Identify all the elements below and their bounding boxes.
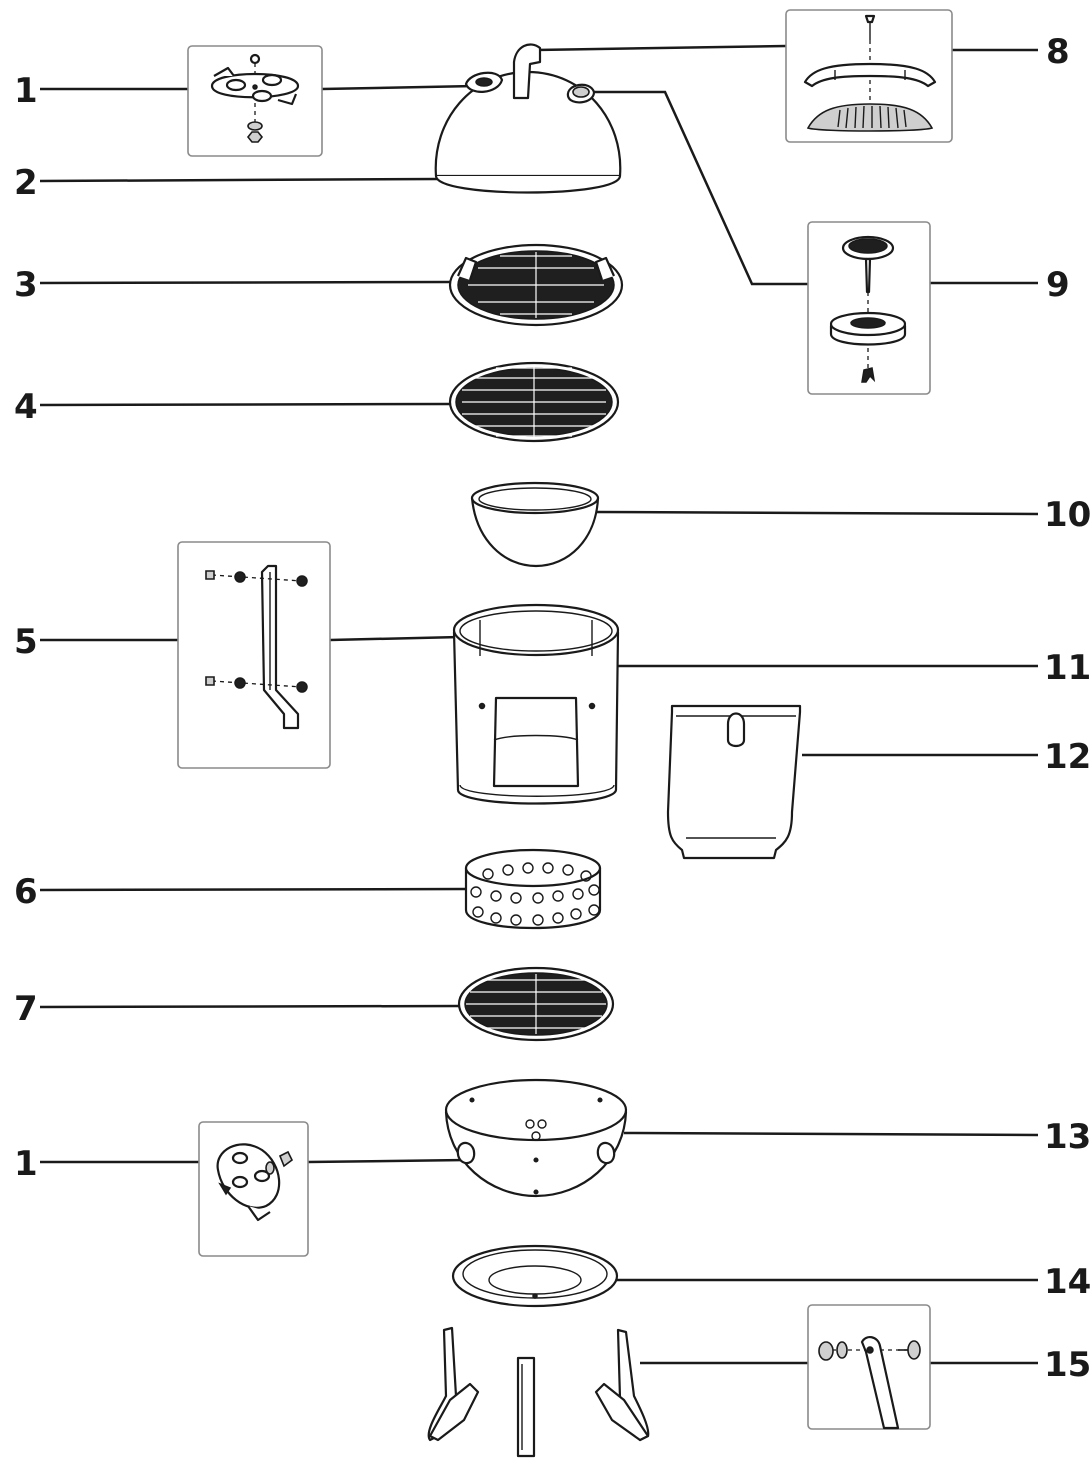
part-middle-section xyxy=(452,603,620,805)
detail-box-thermometer xyxy=(807,221,931,395)
leader-lines xyxy=(39,44,1039,1365)
detail-box-bracket xyxy=(177,541,331,769)
part-charcoal-grate-upper xyxy=(448,361,620,443)
part-access-door xyxy=(666,704,802,860)
part-lid xyxy=(434,43,622,194)
callout-7: 7 xyxy=(14,989,38,1029)
callout-11: 11 xyxy=(1044,648,1091,688)
callout-8: 8 xyxy=(1046,32,1070,72)
detail-box-handle xyxy=(785,9,953,143)
part-bowl xyxy=(444,1078,628,1198)
callout-2: 2 xyxy=(14,163,38,203)
detail-box-damper-top xyxy=(187,45,323,157)
callout-5: 5 xyxy=(14,622,38,662)
callout-12: 12 xyxy=(1044,737,1091,777)
detail-box-damper-bottom xyxy=(198,1121,309,1257)
part-cooking-grate xyxy=(448,243,624,327)
callout-6: 6 xyxy=(14,872,38,912)
part-ash-pan xyxy=(451,1244,619,1308)
callout-3: 3 xyxy=(14,265,38,305)
callout-14: 14 xyxy=(1044,1262,1091,1302)
callout-1: 1 xyxy=(14,71,38,111)
part-charcoal-ring xyxy=(464,848,602,930)
part-water-bowl xyxy=(470,481,600,568)
callout-9: 9 xyxy=(1046,265,1070,305)
callout-13: 13 xyxy=(1044,1117,1091,1157)
part-charcoal-grate-lower xyxy=(457,966,615,1042)
part-legs xyxy=(427,1326,650,1458)
callout-10: 10 xyxy=(1044,495,1091,535)
detail-box-leg-bolt xyxy=(807,1304,931,1430)
callout-labels: 1 2 3 4 5 6 7 1 8 9 10 11 12 13 14 15 xyxy=(14,32,1091,1385)
callout-15: 15 xyxy=(1044,1345,1091,1385)
callout-1-bottom: 1 xyxy=(14,1144,38,1184)
callout-4: 4 xyxy=(14,387,38,427)
